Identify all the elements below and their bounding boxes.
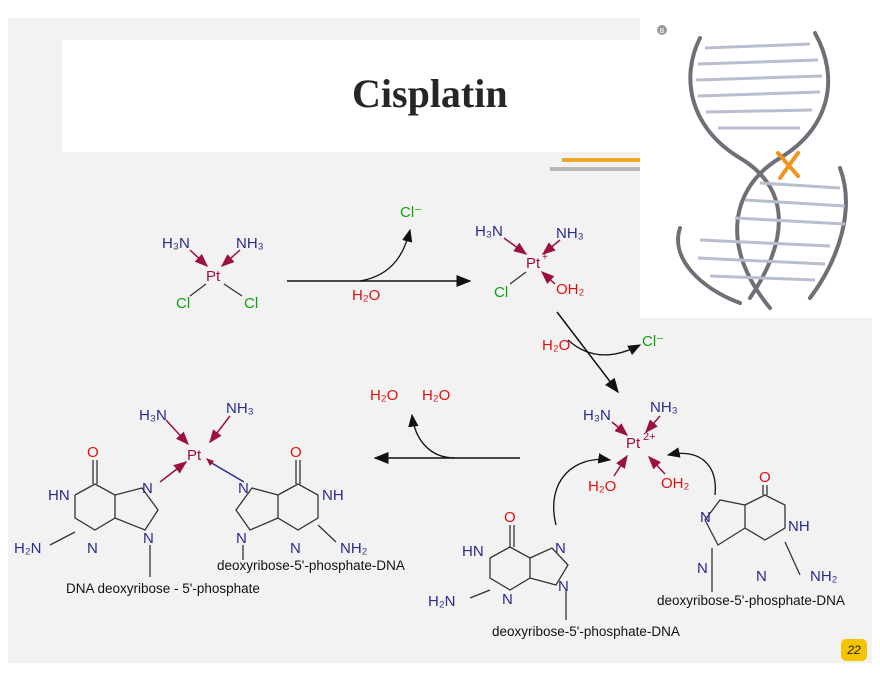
label-h2o-3b: H₂O — [422, 387, 450, 404]
label-h2n: H₂N — [14, 540, 42, 557]
label-cl-minus-2: Cl⁻ — [642, 333, 664, 350]
accent-line-orange — [562, 158, 652, 162]
label-o: O — [504, 509, 516, 526]
label-cl-minus-1: Cl⁻ — [400, 204, 422, 221]
caption-deoxy-dna-left: deoxyribose-5'-phosphate-DNA — [217, 558, 405, 573]
caption-deoxy-dna-middle: deoxyribose-5'-phosphate-DNA — [492, 624, 680, 639]
guanine-bottom-middle — [469, 525, 569, 620]
dna-base-pairs — [695, 42, 846, 282]
label-hn: HN — [462, 543, 484, 560]
label-pt: Pt — [206, 268, 221, 285]
label-nh: NH — [788, 518, 810, 535]
diaqua-complex: H₃N NH₃ Pt 2+ H₂O OH₂ — [553, 399, 716, 526]
label-n3: N — [87, 540, 98, 557]
label-nh3: NH₃ — [650, 399, 678, 416]
label-oh2: OH₂ — [556, 281, 585, 298]
caption-deoxy-dna-right: deoxyribose-5'-phosphate-DNA — [657, 593, 845, 608]
label-nh2: NH₂ — [810, 568, 838, 585]
label-n7: N — [555, 540, 566, 557]
accent-line-gray — [550, 167, 650, 171]
label-o: O — [759, 469, 771, 486]
label-n9: N — [558, 578, 569, 595]
label-nh: NH — [322, 487, 344, 504]
label-nh3: NH₃ — [236, 235, 264, 252]
label-h2o: H₂O — [588, 478, 616, 495]
label-n9: N — [236, 530, 247, 547]
label-pt: Pt — [626, 435, 641, 452]
label-h2n: H₂N — [428, 593, 456, 610]
caption-dna-deoxy-phosphate: DNA deoxyribose - 5'-phosphate — [66, 581, 260, 596]
label-h3n: H₃N — [162, 235, 190, 252]
dna-structure-panel: B — [640, 18, 872, 318]
monoaqua-complex: H₃N NH₃ Pt + Cl OH₂ — [475, 223, 585, 301]
label-n3: N — [502, 591, 513, 608]
label-oh2: OH₂ — [661, 475, 690, 492]
label-h3n: H₃N — [475, 223, 503, 240]
label-h2o-1: H₂O — [352, 287, 380, 304]
panel-label-badge — [657, 25, 667, 35]
label-n7: N — [238, 480, 249, 497]
label-h3n: H₃N — [583, 407, 611, 424]
label-h2o-3a: H₂O — [370, 387, 398, 404]
label-nh2: NH₂ — [340, 540, 368, 557]
label-n3: N — [756, 568, 767, 585]
cisplatin-molecule: H₃N NH₃ Pt Cl Cl — [162, 235, 264, 312]
label-n7: N — [700, 509, 711, 526]
label-cl-left: Cl — [176, 295, 190, 312]
label-n9: N — [143, 530, 154, 547]
label-n7: N — [142, 480, 153, 497]
label-nh3: NH₃ — [556, 225, 584, 242]
label-pt: Pt — [526, 255, 541, 272]
label-o: O — [290, 444, 302, 461]
page-number-badge: 22 — [841, 639, 867, 661]
label-nh3: NH₃ — [226, 400, 254, 417]
label-h2o-2: H₂O — [542, 337, 570, 354]
panel-label: B — [660, 28, 665, 35]
label-h3n: H₃N — [139, 407, 167, 424]
label-cl: Cl — [494, 284, 508, 301]
dna-helix-image: B — [657, 25, 848, 310]
guanine-bottom-right — [704, 485, 801, 592]
label-charge: + — [542, 252, 548, 263]
slide-title: Cisplatin — [352, 71, 508, 116]
label-charge: 2+ — [643, 431, 656, 443]
label-o: O — [87, 444, 99, 461]
label-pt: Pt — [187, 447, 202, 464]
label-cl-right: Cl — [244, 295, 258, 312]
platinum-crosslink — [776, 151, 800, 180]
label-n3: N — [290, 540, 301, 557]
label-hn: HN — [48, 487, 70, 504]
label-n9: N — [697, 560, 708, 577]
pt-dna-adduct: H₃N NH₃ Pt O HN N N N H₂N DNA deoxyribos… — [14, 400, 405, 596]
